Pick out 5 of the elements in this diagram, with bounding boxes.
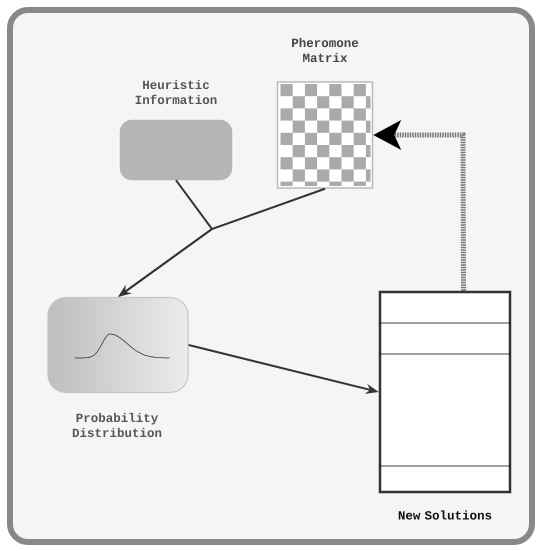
arrow [373,120,466,291]
node-heading: Probability Distribution [72,412,162,438]
node-heading: Heuristic Information [136,80,216,104]
node-heading: New Solutions [398,510,492,520]
node-heading: Pheromone Matrix [292,38,358,62]
